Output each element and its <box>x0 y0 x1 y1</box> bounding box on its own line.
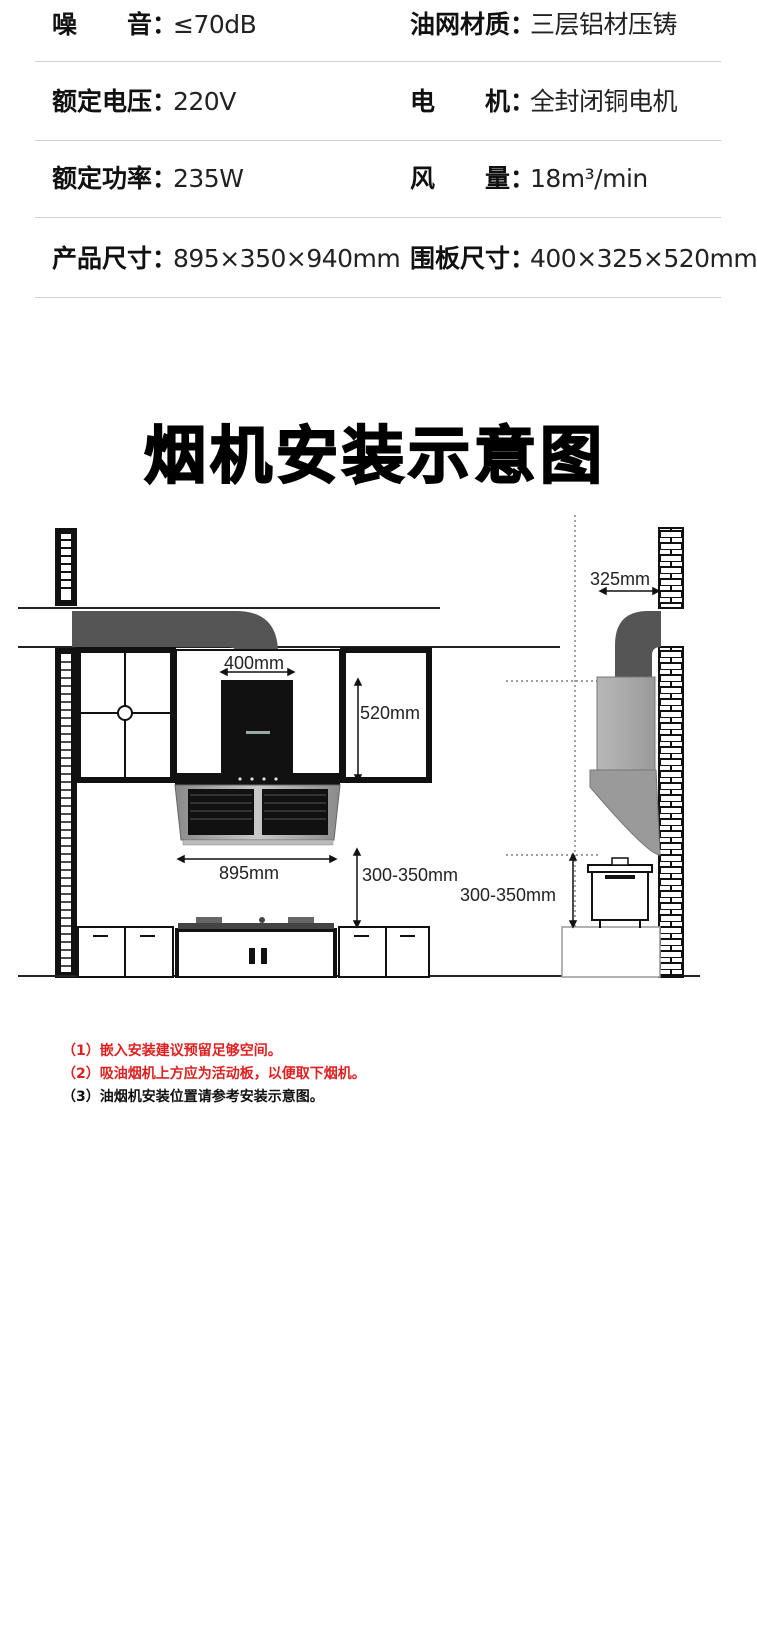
spec-label: 围板尺寸： <box>410 244 536 273</box>
spec-row: 噪 音： ≤70dB 油网材质： 三层铝材压铸 <box>0 0 750 50</box>
dim-hood-width: 895mm <box>219 863 279 883</box>
dim-height-side: 300-350mm <box>460 885 556 905</box>
note-item: （2）吸油烟机上方应为活动板，以便取下烟机。 <box>62 1066 366 1082</box>
spec-label: 额定电压： <box>52 87 178 116</box>
dim-height-front: 300-350mm <box>362 865 458 885</box>
side-hood <box>589 676 661 856</box>
spec-row: 额定电压： 220V 电 机： 全封闭铜电机 <box>0 77 750 127</box>
divider <box>35 61 721 62</box>
left-wall <box>55 528 77 978</box>
divider <box>35 217 721 218</box>
dim-panel-width: 400mm <box>224 653 284 673</box>
spec-value: ≤70dB <box>173 10 257 39</box>
spec-value: 400×325×520mm <box>530 244 757 273</box>
divider <box>35 297 721 298</box>
side-duct <box>615 611 661 677</box>
spec-value: 235W <box>173 164 244 193</box>
spec-value: 三层铝材压铸 <box>530 10 678 39</box>
spec-label: 电 机： <box>410 87 536 116</box>
right-wall <box>658 527 684 978</box>
side-dimension-arrows <box>568 586 661 929</box>
spec-value: 全封闭铜电机 <box>530 87 678 116</box>
dim-depth: 325mm <box>590 569 650 589</box>
spec-row: 产品尺寸： 895×350×940mm 围板尺寸： 400×325×520mm <box>0 234 757 284</box>
gas-stove <box>178 917 334 929</box>
spec-value: 895×350×940mm <box>173 244 401 273</box>
spec-label: 噪 音： <box>52 10 178 39</box>
cabinet-knob <box>117 705 133 721</box>
base-cabinets <box>77 926 430 978</box>
spec-label: 额定功率： <box>52 164 178 193</box>
cabinet-frame <box>75 647 176 783</box>
spec-label: 油网材质： <box>410 10 536 39</box>
note-item: （1）嵌入安装建议预留足够空间。 <box>62 1043 282 1059</box>
note-item: （3）油烟机安装位置请参考安装示意图。 <box>62 1089 324 1105</box>
dimension-arrows <box>176 667 363 929</box>
page-title: 烟机安装示意图 <box>143 418 606 493</box>
side-cooker <box>561 857 661 978</box>
spec-value: 220V <box>173 87 236 116</box>
installation-notes: （1）嵌入安装建议预留足够空间。 （2）吸油烟机上方应为活动板，以便取下烟机。 … <box>62 1040 366 1109</box>
spec-label: 风 量： <box>410 164 536 193</box>
exhaust-duct <box>72 611 278 675</box>
divider <box>35 140 721 141</box>
spec-value: 18m³/min <box>530 164 648 193</box>
dim-panel-height: 520mm <box>360 703 420 723</box>
range-hood <box>174 680 341 846</box>
spec-row: 额定功率： 235W 风 量： 18m³/min <box>0 154 750 204</box>
cabinet-frame <box>340 647 432 783</box>
spec-label: 产品尺寸： <box>52 244 178 273</box>
installation-diagram: 325mm 400mm 520mm 895mm 300-350mm 300-35… <box>18 515 700 978</box>
